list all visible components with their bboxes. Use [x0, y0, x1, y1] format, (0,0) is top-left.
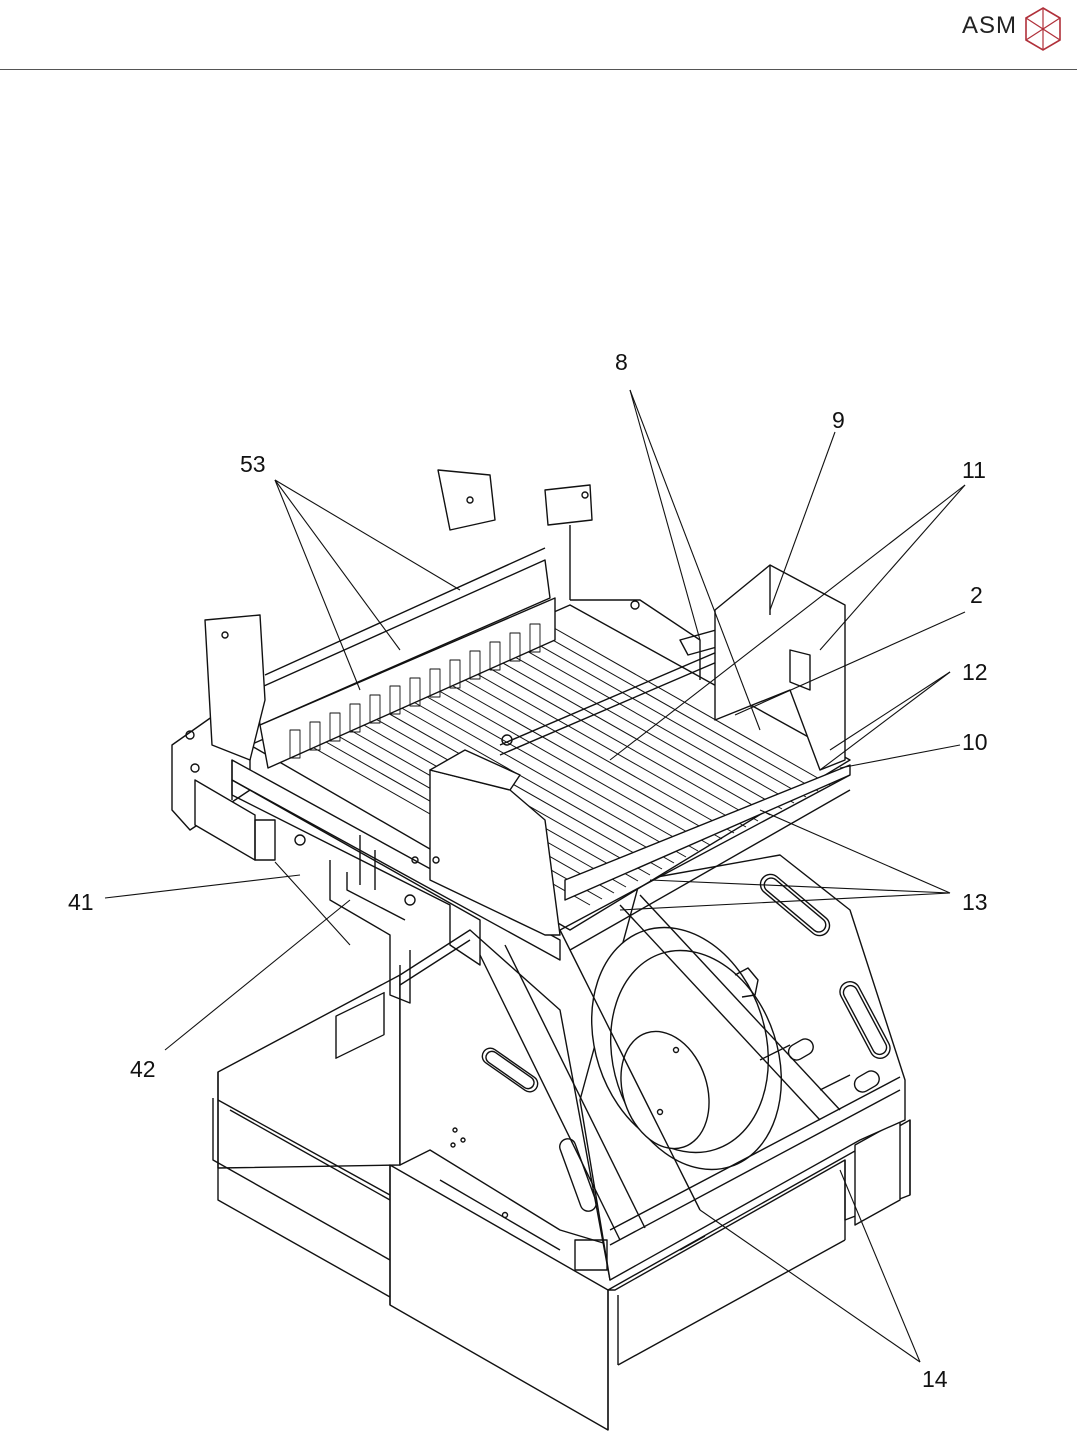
callout-10: 10 — [962, 729, 988, 755]
callout-14: 14 — [922, 1366, 948, 1392]
callout-42: 42 — [130, 1056, 156, 1082]
feeder-trolley-drawing: 8 9 11 53 2 12 10 41 13 42 14 — [0, 70, 1077, 1449]
page-header: ASM — [0, 0, 1077, 70]
callout-53: 53 — [240, 451, 266, 477]
callout-12: 12 — [962, 659, 988, 685]
brand-name: ASM — [962, 12, 1017, 40]
callout-9: 9 — [832, 407, 845, 433]
asm-logo-icon — [1023, 6, 1063, 52]
callout-2: 2 — [970, 582, 983, 608]
callout-11: 11 — [962, 457, 986, 483]
callout-41: 41 — [68, 889, 94, 915]
callout-8: 8 — [615, 349, 628, 375]
callout-13: 13 — [962, 889, 988, 915]
trolley-base — [213, 855, 910, 1430]
